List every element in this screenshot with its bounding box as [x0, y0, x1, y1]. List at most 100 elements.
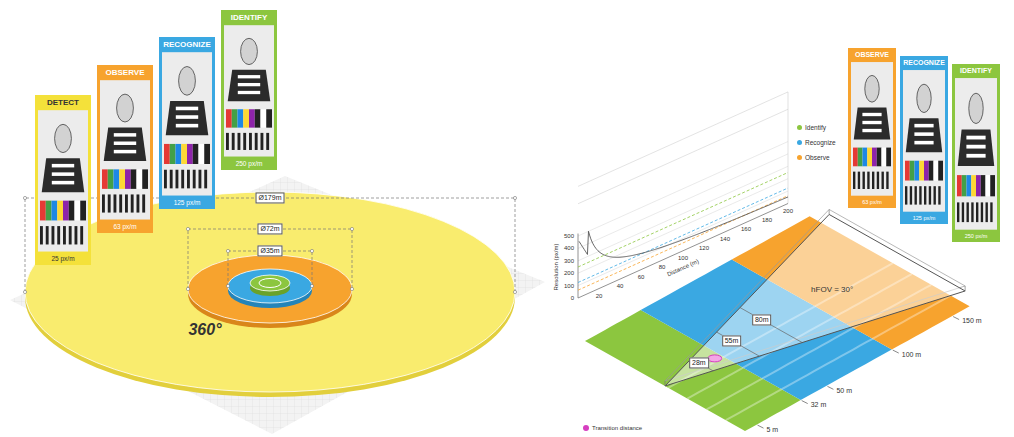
note-label: Transition distance	[592, 425, 642, 432]
portrait	[35, 95, 91, 265]
distance-label: 100 m	[902, 351, 921, 359]
node-value: 125 px/m	[174, 199, 201, 206]
portrait-head	[241, 38, 258, 64]
level-panel: RECOGNIZE 125 px/m	[159, 37, 215, 209]
portrait-stripe	[862, 129, 881, 132]
portrait-body	[906, 118, 942, 152]
length-tag: Ø35m	[257, 245, 282, 256]
node-title: 28m	[692, 358, 706, 367]
dimension-point	[23, 290, 26, 293]
node-title: OBSERVE	[855, 51, 889, 59]
disc-top	[188, 255, 352, 323]
portrait-ground	[851, 62, 893, 196]
length-tag: 80m	[752, 314, 772, 325]
tick-label: 200	[564, 270, 574, 277]
tick-label: 200	[783, 207, 793, 214]
test-chart-bar	[102, 194, 105, 212]
node-title: RECOGNIZE	[163, 40, 211, 49]
test-chart-bar	[80, 226, 83, 244]
portrait-body	[104, 128, 147, 161]
node-value: 125 px/m	[913, 215, 936, 221]
test-chart-bar	[261, 109, 267, 127]
test-chart-bar	[934, 161, 939, 181]
test-chart-bar	[919, 161, 924, 181]
distance-label: 32 m	[811, 401, 827, 409]
test-chart-bar	[990, 175, 995, 196]
portrait-head	[55, 124, 72, 152]
legend-swatch	[797, 125, 802, 130]
dimension-point	[310, 249, 313, 252]
portrait-body	[228, 70, 271, 102]
distance-label: 150 m	[962, 317, 981, 325]
node-title: OBSERVE	[106, 68, 145, 77]
range-line	[717, 332, 760, 356]
tick-label: 0	[571, 295, 574, 302]
node-title: 55m	[725, 336, 739, 345]
test-chart-bar	[238, 133, 241, 150]
portrait-stripe	[114, 141, 136, 144]
test-chart-bar	[63, 226, 66, 244]
test-chart-bar	[858, 172, 860, 189]
test-chart-bar	[75, 226, 78, 244]
node-title: Ø179m	[259, 193, 282, 202]
dimension-line	[188, 229, 352, 289]
test-chart-bar	[938, 186, 940, 204]
tick-label: 40	[617, 283, 624, 290]
portrait-ground	[903, 70, 945, 212]
legend-swatch	[797, 140, 802, 145]
test-chart-bar	[877, 148, 882, 167]
distance-tick	[802, 401, 808, 404]
test-chart-bar	[63, 201, 69, 221]
dimension-point	[186, 287, 189, 290]
test-chart-bar	[886, 148, 891, 167]
test-chart-bar	[187, 144, 193, 164]
portrait	[952, 64, 1000, 242]
test-chart-bar	[119, 169, 125, 189]
node-value: 250 px/m	[965, 233, 988, 239]
test-chart-bar	[170, 170, 173, 189]
y-axis	[578, 234, 579, 298]
test-chart-bar	[910, 186, 912, 204]
test-chart-bar	[131, 169, 137, 189]
disc-top	[250, 275, 290, 291]
test-chart-bar	[119, 194, 122, 212]
chart-frame	[788, 92, 789, 204]
level-panel: IDENTIFY250 px/m	[952, 64, 1000, 242]
level-panel: RECOGNIZE125 px/m	[900, 56, 948, 224]
test-chart-bar	[853, 172, 855, 189]
test-chart-bar	[986, 175, 991, 196]
test-chart-bar	[915, 186, 917, 204]
distance-label: 5 m	[767, 426, 779, 434]
test-chart-bar	[181, 144, 187, 164]
test-chart-bar	[981, 175, 986, 196]
test-chart-bar	[187, 170, 190, 189]
angle-label: 360°	[188, 321, 221, 339]
test-chart-bar	[142, 169, 148, 189]
portrait	[97, 65, 153, 233]
fov-edge	[965, 286, 966, 291]
test-chart-bar	[164, 144, 170, 164]
tick-label: 60	[638, 273, 645, 280]
test-chart-bar	[170, 144, 176, 164]
chart-grid	[578, 142, 788, 237]
dimension-point	[513, 290, 516, 293]
note-label: hFOV = 30°	[811, 286, 853, 295]
length-tag: Ø72m	[257, 223, 282, 234]
test-chart-bar	[193, 170, 196, 189]
tick-label: 20	[596, 292, 603, 299]
portrait-stripe	[914, 132, 933, 136]
test-chart-bar	[40, 201, 46, 221]
node-title: IDENTIFY	[231, 13, 267, 22]
test-chart-bar	[52, 226, 55, 244]
distance-tick	[758, 425, 764, 428]
level-panel: OBSERVE63 px/m	[97, 65, 153, 233]
test-chart-bar	[981, 202, 983, 222]
test-chart-bar	[199, 170, 202, 189]
test-chart-bar	[57, 201, 63, 221]
test-chart-bar	[226, 109, 232, 127]
legend-swatch	[797, 155, 802, 160]
level-panel: IDENTIFY250 px/m	[221, 10, 277, 170]
test-chart-bar	[204, 170, 207, 189]
tick-label: 400	[564, 245, 574, 252]
test-chart-bar	[46, 226, 49, 244]
